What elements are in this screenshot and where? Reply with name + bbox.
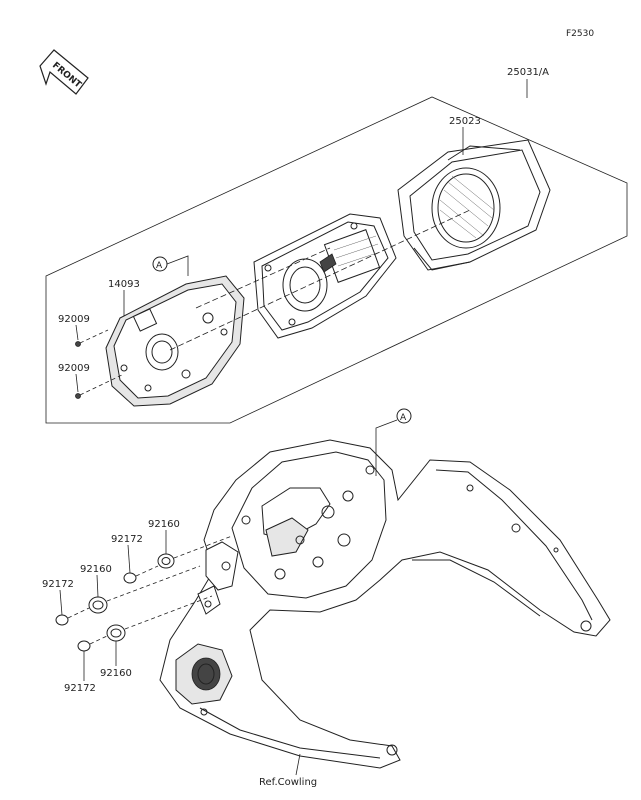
label-grommet-middle: 92160	[80, 564, 112, 575]
label-grommet-upper: 92160	[148, 519, 180, 530]
label-grommet-lower: 92160	[100, 668, 132, 679]
screw-lower	[75, 373, 125, 399]
screw-upper	[75, 329, 109, 347]
label-meter-base: 14093	[108, 279, 140, 290]
grommet-upper	[157, 535, 233, 569]
figure-code: F2530	[566, 29, 594, 39]
callout-a-upper-letter: A	[156, 261, 163, 271]
front-arrow-icon: FRONT	[39, 49, 89, 95]
upper-cowling	[159, 439, 611, 769]
assembly-frame	[45, 96, 628, 424]
collar-upper	[123, 565, 159, 584]
ref-cowling-note: Ref.Cowling	[259, 777, 317, 788]
label-collar-upper: 92172	[111, 534, 143, 545]
callout-a-lower-letter: A	[400, 413, 407, 423]
meter-base-cover	[105, 275, 245, 407]
callout-a-lower	[396, 408, 412, 424]
meter-unit	[253, 213, 397, 339]
label-collar-lower: 92172	[64, 683, 96, 694]
collar-middle	[55, 607, 90, 626]
label-screw-upper: 92009	[58, 314, 90, 325]
label-assembly: 25031/A	[507, 67, 549, 78]
label-lens-housing: 25023	[449, 116, 481, 127]
meter-lens-housing	[397, 139, 551, 271]
collar-lower	[77, 635, 108, 652]
label-screw-lower: 92009	[58, 363, 90, 374]
label-collar-middle: 92172	[42, 579, 74, 590]
